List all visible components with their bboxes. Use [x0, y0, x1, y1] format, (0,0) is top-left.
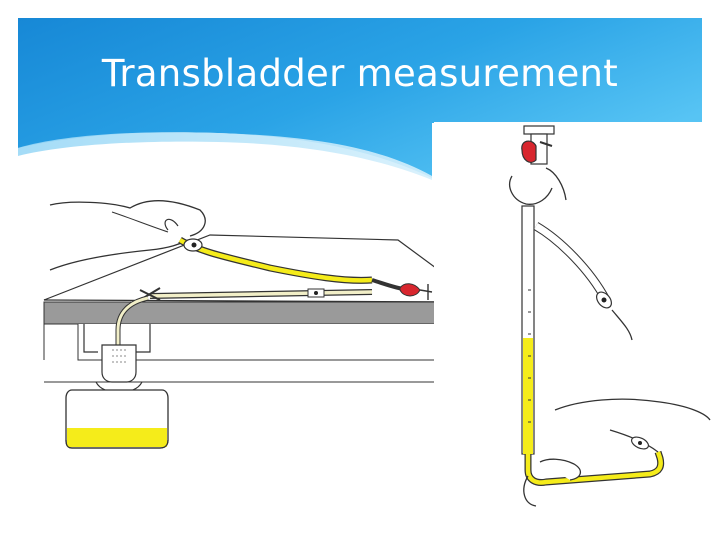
slide: Transbladder measurement	[0, 0, 720, 540]
manometer-column-illustration	[0, 0, 720, 540]
